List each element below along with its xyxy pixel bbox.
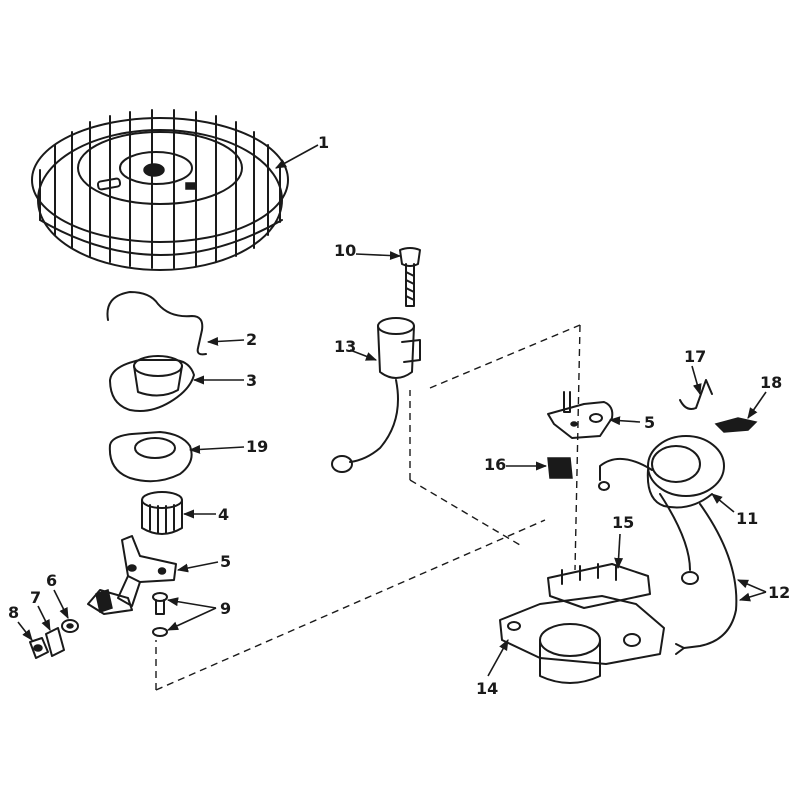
terminal-assembly-part: [29, 589, 133, 659]
callout-4: 4: [218, 505, 229, 524]
felt-part: [547, 457, 573, 479]
breaker-plate-part: [547, 391, 614, 439]
callout-5-right: 5: [644, 413, 655, 432]
mounting-bracket-part: [499, 595, 665, 684]
breaker-arm-part: [117, 535, 177, 607]
callout-1: 1: [318, 133, 329, 152]
callout-9: 9: [220, 599, 231, 618]
callout-18: 18: [760, 373, 782, 392]
leader-arrows: [17, 144, 767, 677]
callout-14: 14: [476, 679, 498, 698]
clip-part: [714, 417, 758, 433]
gasket-part: [108, 431, 193, 483]
ground-wire-part: [675, 503, 738, 655]
callout-13: 13: [334, 337, 356, 356]
callout-3: 3: [246, 371, 257, 390]
alignment-lines: [155, 324, 581, 691]
callout-6: 6: [46, 571, 57, 590]
callout-15: 15: [612, 513, 634, 532]
bushing-part: [141, 491, 183, 535]
wire-spring-part: [106, 291, 207, 356]
flywheel-part: [31, 109, 289, 271]
callout-7: 7: [30, 588, 41, 607]
ignition-coil-part: [598, 435, 725, 585]
callout-16: 16: [484, 455, 506, 474]
callout-5-left: 5: [220, 552, 231, 571]
callout-10: 10: [334, 241, 356, 260]
clip-wire-part: [679, 379, 713, 410]
callout-2: 2: [246, 330, 257, 349]
cam-part: [109, 355, 195, 412]
callout-19: 19: [246, 437, 268, 456]
callout-8: 8: [8, 603, 19, 622]
callout-17: 17: [684, 347, 706, 366]
callout-11: 11: [736, 509, 758, 528]
armature-core-part: [547, 563, 651, 609]
screw-washer-part: [152, 592, 168, 637]
condenser-part: [331, 317, 421, 473]
condenser-screw-part: [399, 247, 421, 307]
callout-12: 12: [768, 583, 790, 602]
callout-labels: 1 2 3 19 4 5 6 7 8 9 10 13 5 16 17 18 11…: [8, 133, 790, 698]
